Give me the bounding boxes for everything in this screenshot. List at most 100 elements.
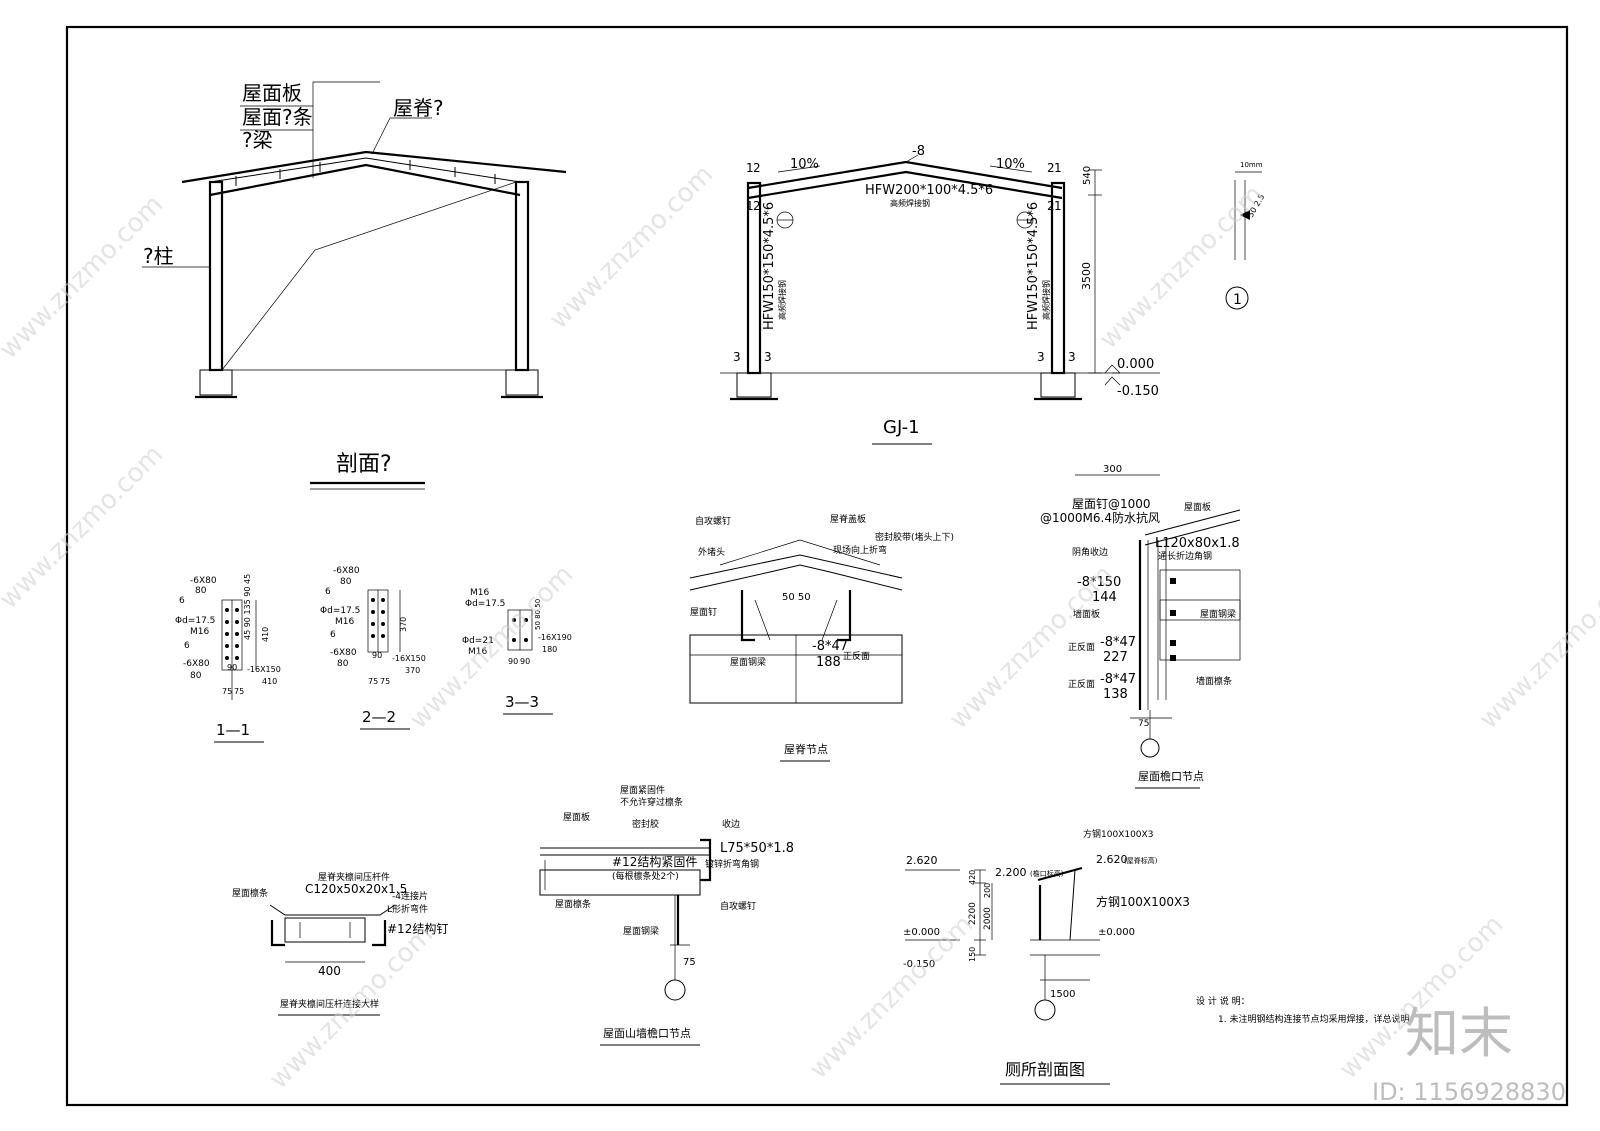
gable-angle: L75*50*1.8 [720, 841, 794, 856]
purlin-detail-title: 屋脊夹檩间压杆连接大样 [280, 998, 379, 1010]
eave-both1: 正反面 [1068, 642, 1095, 653]
wm-brand: 知末 [1405, 1002, 1513, 1065]
d22-l2: 6 [325, 587, 331, 597]
d11-l3: Φd=17.5 [175, 616, 215, 626]
eave-plate1: -8*150 [1077, 575, 1121, 590]
toilet-elev-zero-l: ±0.000 [903, 927, 940, 938]
eave-width: 300 [1103, 464, 1122, 475]
gable-per-purlin: (每根檩条处2个) [612, 870, 679, 882]
label-column: ?柱 [143, 244, 174, 268]
d11-l4: M16 [190, 627, 209, 637]
purlin-bolt: #12结构钉 [387, 921, 448, 936]
beam-spec: HFW200*100*4.5*6 [865, 183, 993, 198]
eave-angle: L120x80x1.8 [1155, 536, 1240, 551]
toilet-dim-2200: 2200 [968, 902, 978, 925]
cut-1-right: 1 [1054, 161, 1062, 175]
frame-title: GJ-1 [883, 417, 920, 438]
d22-l3: Φd=17.5 [320, 606, 360, 616]
d22-l1: 80 [340, 577, 352, 587]
d22-l9: -16X150 [392, 654, 426, 663]
cut-2-right-b: 2 [1047, 199, 1055, 213]
d33-l5: 90 [520, 657, 530, 666]
column-note-right: 高频焊接钢 [1041, 280, 1051, 320]
ridge-gap: 50 50 [782, 592, 811, 603]
ridge-nail: 屋面钉 [690, 607, 717, 618]
gable-beam: 屋面钢梁 [623, 925, 659, 937]
eave-plate2: -8*47 [1100, 635, 1136, 650]
eave-screw: @1000M6.4防水抗风 [1040, 510, 1160, 525]
eave-plate1-len: 144 [1092, 590, 1117, 605]
toilet-elev-base: -0.150 [903, 959, 935, 970]
eave-wall-purlin: 墙面檩条 [1196, 675, 1232, 687]
gable-sealant: 密封胶 [632, 818, 659, 830]
d11-l1: 80 [195, 586, 207, 596]
wm-url-4: www.znzmo.com [0, 440, 169, 615]
ridge-node: 自攻螺钉 屋脊盖板 外堵头 密封胶带(堵头上下) 现场向上折弯 屋面钉 屋面钢梁… [689, 513, 954, 762]
d33-l2: Φd=21 [462, 636, 494, 646]
purlin-detail: 屋面檩条 屋脊夹檩间压杆件 C120x50x20x1.5 -4连接片 L形折弯件… [232, 871, 448, 1016]
ridge-sealant: 密封胶带(堵头上下) [875, 531, 954, 543]
label-beam: ?梁 [242, 128, 273, 152]
detail-3-3-title: 3—3 [505, 693, 539, 711]
ridge-plate-len: 188 [816, 655, 841, 670]
wm-url-10: www.znzmo.com [1474, 560, 1600, 735]
purlin-c-section: C120x50x20x1.5 [305, 882, 407, 896]
wm-id: ID: 1156928830 [1372, 1078, 1566, 1106]
column-spec-left: HFW150*150*4.5*6 [762, 202, 777, 330]
ridge-plug: 外堵头 [698, 546, 725, 558]
eave-plate2-len: 227 [1103, 650, 1128, 665]
gable-angle-note: 镀锌折弯角钢 [705, 858, 759, 870]
d11-l10: 410 [261, 627, 270, 642]
d22-l7: 80 [337, 659, 349, 669]
cut-3-c: 3 [1037, 350, 1045, 364]
detail-1-1-title: 1—1 [216, 721, 250, 739]
cut-2-right: 2 [1047, 161, 1055, 175]
toilet-tube-mid: 方钢100X100X3 [1096, 894, 1190, 909]
d22-l11: 75 [368, 677, 378, 686]
beam-note: 高频焊接钢 [890, 198, 930, 208]
d33-l7: 180 [542, 645, 557, 654]
eave-dim: 75 [1138, 719, 1149, 729]
toilet-section-title: 厕所剖面图 [1005, 1060, 1085, 1079]
toilet-dim-width: 1500 [1050, 989, 1075, 1000]
cut-2-left-b: 2 [753, 199, 761, 213]
gable-no-pass: 不允许穿过檩条 [620, 796, 683, 808]
detail-2-2: -6X80 80 6 Φd=17.5 M16 6 -6X80 80 370 90… [320, 566, 426, 730]
detail-3-3: M16 Φd=17.5 Φd=21 M16 -16X190 180 50 80 … [462, 588, 572, 715]
d22-l8: 90 [372, 651, 382, 660]
gable-purlin: 屋面檩条 [555, 898, 591, 910]
notes-item-1: 1. 未注明钢结构连接节点均采用焊接，详总说明。 [1218, 1013, 1418, 1025]
toilet-elev-zero-r: ±0.000 [1098, 927, 1135, 938]
cut-2-left: 2 [753, 161, 761, 175]
d22-l6: -6X80 [330, 648, 357, 658]
d22-l0: -6X80 [333, 566, 360, 576]
elev-base: -0.150 [1117, 384, 1159, 399]
toilet-section: 方钢100X100X3 2.620 2.200 (檐口标高) 2.620 (屋脊… [903, 828, 1190, 1085]
d33-l1: Φd=17.5 [465, 599, 505, 609]
toilet-elev-2620-note: (屋脊标高) [1124, 856, 1158, 865]
d11-l7: 80 [190, 671, 202, 681]
eave-node-title: 屋面檐口节点 [1138, 769, 1204, 783]
label-ridge: 屋脊? [393, 96, 444, 120]
d33-l4: 90 [508, 657, 518, 666]
d11-l0: -6X80 [190, 576, 217, 586]
ridge-node-title: 屋脊节点 [784, 742, 828, 756]
toilet-elev-2620-r: 2.620 [1096, 853, 1128, 866]
eave-plate3: -8*47 [1100, 672, 1136, 687]
watermarks: www.znzmo.com www.znzmo.com www.znzmo.co… [0, 160, 1600, 1106]
toilet-elev-2200: 2.200 [995, 866, 1027, 879]
frame-gj1: 540 3500 0.000 -0.150 10% 10% -8 HFW200*… [720, 144, 1160, 445]
wm-url-3: www.znzmo.com [1094, 180, 1269, 355]
d33-l3: M16 [468, 647, 487, 657]
gable-screw: 自攻螺钉 [720, 900, 756, 912]
cut-3-d: 3 [1068, 350, 1076, 364]
toilet-dim-420: 420 [968, 870, 977, 885]
eave-roof-panel: 屋面板 [1184, 501, 1211, 513]
dim-3500: 3500 [1080, 262, 1093, 290]
gable-trim: 收边 [722, 818, 740, 830]
d11-l8: 90 [227, 663, 237, 672]
d22-l13: 370 [405, 666, 420, 675]
cut-1-left-b: 1 [746, 199, 754, 213]
d22-l12: 75 [380, 677, 390, 686]
